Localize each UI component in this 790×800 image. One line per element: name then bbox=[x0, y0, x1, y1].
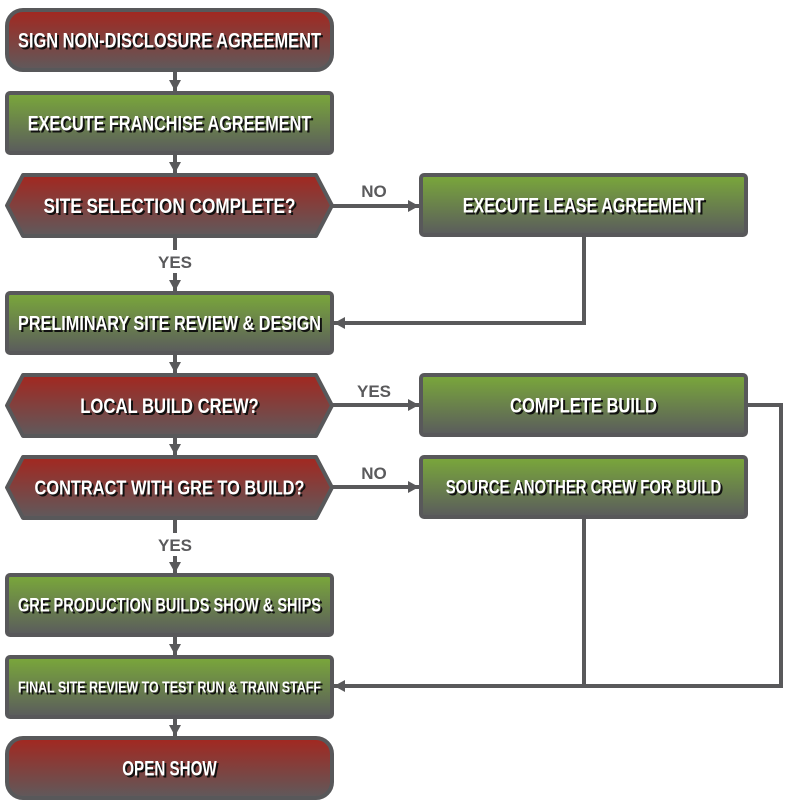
node-label-shadow: LOCAL BUILD CREW? bbox=[82, 397, 261, 420]
node-label: LOCAL BUILD CREW? bbox=[80, 395, 259, 418]
node-label: COMPLETE BUILD bbox=[510, 395, 657, 418]
node-label-shadow: EXECUTE LEASE AGREEMENT bbox=[465, 197, 707, 220]
node-label: PRELIMINARY SITE REVIEW & DESIGN bbox=[18, 313, 321, 335]
decision-shape bbox=[5, 455, 334, 520]
connector-contract-gre-yes-arrowhead bbox=[169, 562, 181, 573]
node-label-shadow: COMPLETE BUILD bbox=[512, 397, 659, 420]
node-label-shadow: SITE SELECTION COMPLETE? bbox=[46, 197, 298, 220]
terminal-shape bbox=[5, 8, 334, 72]
node-site-selection-complete: SITE SELECTION COMPLETE?SITE SELECTION C… bbox=[5, 173, 334, 238]
edge-label-local-crew-yes: YES bbox=[357, 382, 391, 401]
connector-local-crew-yes-arrowhead bbox=[408, 399, 419, 411]
node-label-shadow: GRE PRODUCTION BUILDS SHOW & SHIPS bbox=[20, 598, 323, 619]
node-label: EXECUTE LEASE AGREEMENT bbox=[463, 195, 705, 218]
decision-shape bbox=[5, 173, 334, 238]
connector-gre-production-to-final-arrowhead bbox=[169, 644, 181, 655]
node-label: SIGN NON-DISCLOSURE AGREEMENT bbox=[18, 30, 321, 53]
node-label-shadow: PRELIMINARY SITE REVIEW & DESIGN bbox=[20, 315, 323, 337]
connector-lease-to-preliminary-arrowhead bbox=[334, 317, 345, 329]
node-label: FINAL SITE REVIEW TO TEST RUN & TRAIN ST… bbox=[18, 680, 321, 697]
node-label-shadow: OPEN SHOW bbox=[124, 760, 219, 783]
node-label: SOURCE ANOTHER CREW FOR BUILD bbox=[446, 478, 722, 499]
edge-label-contract-gre-no: NO bbox=[361, 464, 387, 483]
process-shape bbox=[5, 91, 334, 155]
node-label: EXECUTE FRANCHISE AGREEMENT bbox=[28, 113, 312, 136]
connector-lease-to-preliminary bbox=[334, 235, 586, 325]
node-label-shadow: SOURCE ANOTHER CREW FOR BUILD bbox=[448, 480, 724, 501]
connectors bbox=[169, 70, 783, 736]
node-label-shadow: FINAL SITE REVIEW TO TEST RUN & TRAIN ST… bbox=[20, 682, 323, 699]
edge-labels: NO YES YES NO YES bbox=[158, 182, 391, 555]
connector-site-selection-no-arrowhead bbox=[408, 200, 419, 212]
node-label-shadow: EXECUTE FRANCHISE AGREEMENT bbox=[30, 115, 314, 138]
connector-complete-build-to-final bbox=[334, 403, 783, 688]
terminal-shape bbox=[5, 736, 334, 800]
process-shape bbox=[419, 455, 748, 519]
node-label: CONTRACT WITH GRE TO BUILD? bbox=[35, 478, 305, 500]
connector-contract-gre-no-arrowhead bbox=[408, 481, 419, 493]
node-label-shadow: CONTRACT WITH GRE TO BUILD? bbox=[37, 480, 307, 502]
connector-local-crew-no-arrowhead bbox=[169, 444, 181, 455]
edge-label-contract-gre-yes: YES bbox=[158, 536, 192, 555]
process-shape bbox=[419, 373, 748, 437]
process-shape bbox=[5, 291, 334, 355]
node-local-build-crew: LOCAL BUILD CREW?LOCAL BUILD CREW? bbox=[5, 373, 334, 438]
process-shape bbox=[5, 655, 334, 719]
node-label-shadow: SIGN NON-DISCLOSURE AGREEMENT bbox=[20, 32, 323, 55]
connector-preliminary-to-local-crew-arrowhead bbox=[169, 362, 181, 373]
connector-site-selection-yes-arrowhead bbox=[169, 280, 181, 291]
decision-shape bbox=[5, 373, 334, 438]
node-contract-with-gre-to-build: CONTRACT WITH GRE TO BUILD?CONTRACT WITH… bbox=[5, 455, 334, 520]
process-shape bbox=[419, 173, 748, 237]
node-label: GRE PRODUCTION BUILDS SHOW & SHIPS bbox=[18, 596, 321, 617]
node-label: OPEN SHOW bbox=[122, 758, 217, 781]
connector-complete-build-to-final-arrowhead bbox=[334, 680, 345, 692]
node-label: SITE SELECTION COMPLETE? bbox=[44, 195, 296, 218]
edge-label-site-selection-yes: YES bbox=[158, 253, 192, 272]
connector-franchise-to-site-selection-arrowhead bbox=[169, 162, 181, 173]
node-final-site-review-to-test-run-and-train-staff: FINAL SITE REVIEW TO TEST RUN & TRAIN ST… bbox=[5, 655, 334, 719]
process-shape bbox=[5, 573, 334, 637]
connector-final-to-open-arrowhead bbox=[169, 725, 181, 736]
node-preliminary-site-review-and-design: PRELIMINARY SITE REVIEW & DESIGNPRELIMIN… bbox=[5, 291, 334, 355]
connector-nda-to-franchise-arrowhead bbox=[169, 80, 181, 91]
edge-label-site-selection-no: NO bbox=[361, 182, 387, 201]
